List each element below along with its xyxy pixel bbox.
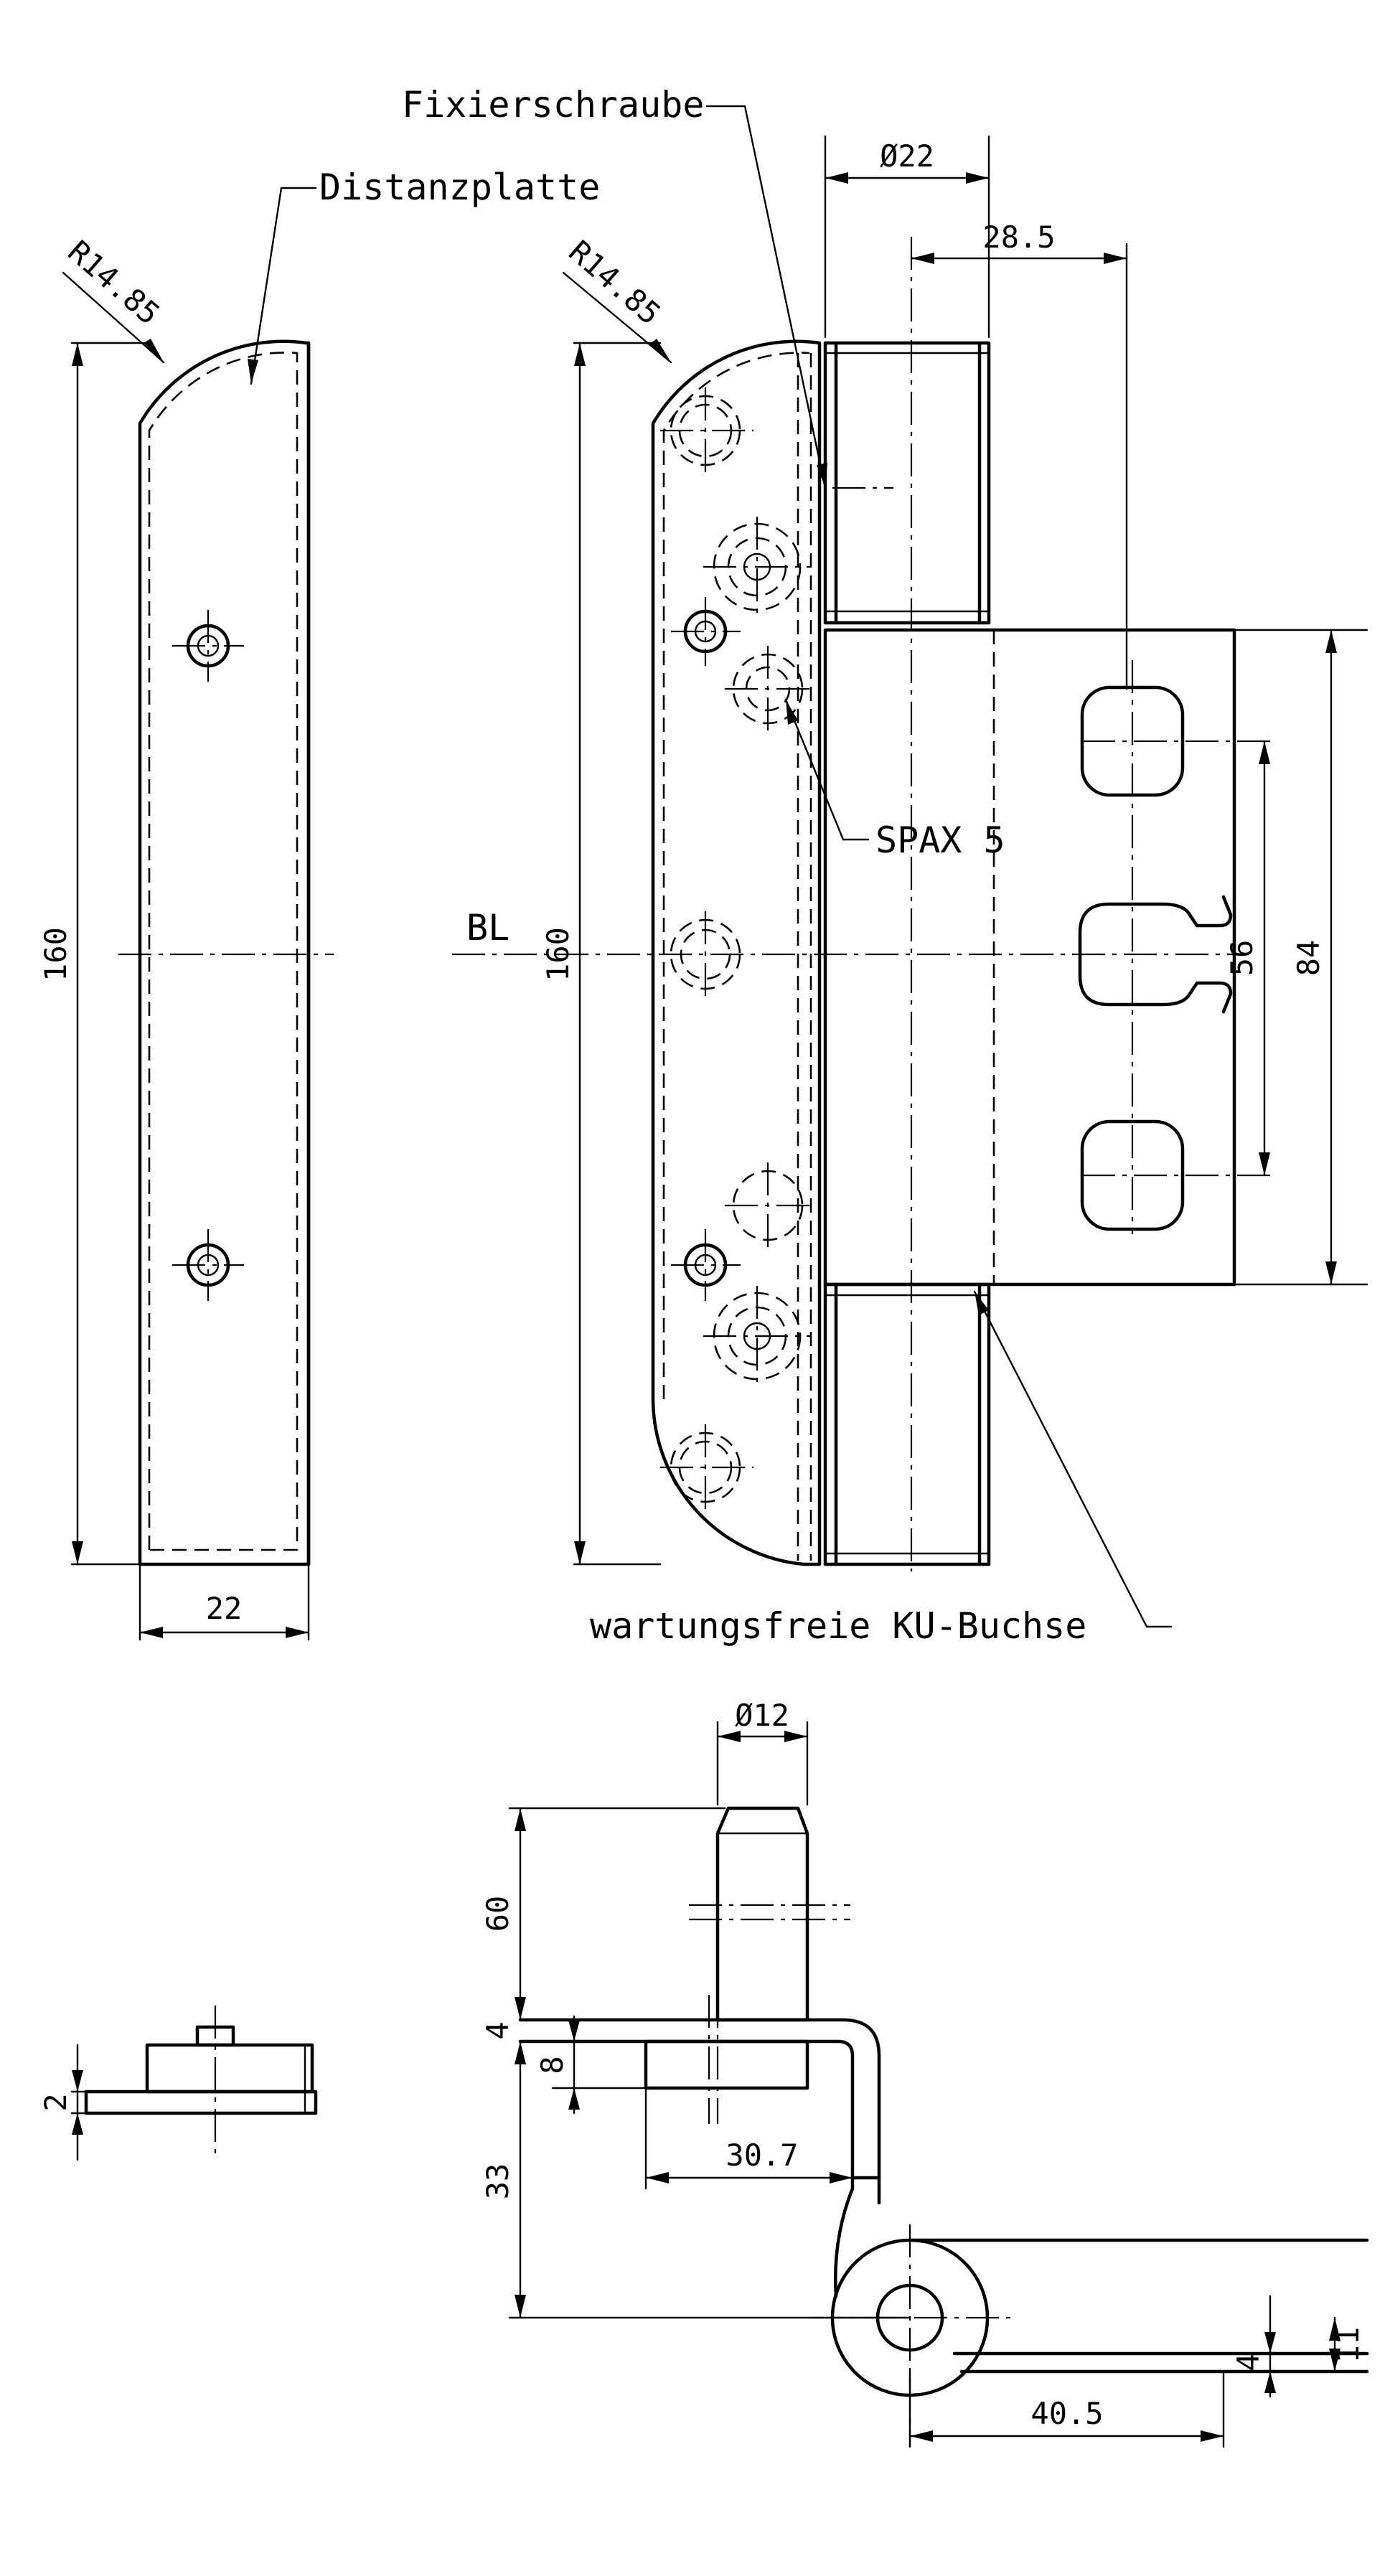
distanzplatte-label: Distanzplatte	[319, 166, 600, 208]
width-dimension: 22	[206, 1591, 243, 1626]
screw-top	[172, 610, 244, 682]
radius-leader-left	[62, 271, 165, 364]
buchse-leader	[973, 1290, 1173, 1628]
distance-plate-outline	[138, 339, 311, 1566]
hinge-front-view: BL 160 R14.85 Ø22 28.5 56 84	[402, 84, 1368, 1647]
distance-plate-view: 160 22 R14.85 Distanzplatte	[38, 166, 600, 1641]
offset-30-7: 30.7	[725, 2138, 798, 2173]
thickness-4b: 4	[1231, 2353, 1266, 2371]
hinge-plate-outline	[651, 339, 822, 1566]
fixierschraube-leader	[705, 105, 827, 489]
axis-offset: 28.5	[982, 220, 1055, 255]
hinge-leaf	[823, 237, 1368, 1571]
radius-dimension-right: R14.85	[562, 234, 667, 332]
height-dimension-right: 160	[540, 927, 576, 982]
bracket-outline	[518, 2018, 881, 2180]
spax-leader	[784, 698, 870, 841]
slot-middle	[1078, 895, 1233, 1014]
barrel-bottom	[823, 1282, 991, 1566]
slot-pitch: 56	[1224, 940, 1259, 977]
screw-holes	[660, 387, 812, 1510]
thickness-4: 4	[480, 2021, 515, 2039]
side-view-small: 2	[38, 2006, 318, 2161]
section-view: Ø12 60 4 8 33 30.7 11	[480, 1698, 1369, 2448]
height-33: 33	[480, 2163, 515, 2200]
offset-8: 8	[535, 2056, 570, 2074]
distance-plate-hidden-edge	[148, 352, 299, 1551]
barrel-diameter: Ø22	[880, 138, 934, 174]
barrel-top	[823, 341, 991, 625]
fixierschraube-label: Fixierschraube	[402, 84, 704, 126]
offset-11: 11	[1330, 2327, 1366, 2364]
offset-40-5: 40.5	[1030, 2396, 1103, 2431]
pin-length: 60	[480, 1896, 515, 1932]
distanzplatte-leader	[250, 187, 317, 385]
bl-label: BL	[466, 907, 509, 949]
pin-outline	[715, 1806, 809, 2022]
screw-bottom	[172, 1229, 244, 1301]
buchse-label: wartungsfreie KU-Buchse	[590, 1605, 1086, 1647]
thickness-2: 2	[38, 2093, 73, 2111]
height-dimension-left: 160	[38, 927, 73, 982]
leaf-height: 84	[1291, 940, 1326, 977]
spax-label: SPAX 5	[875, 819, 1005, 861]
pin-diameter: Ø12	[735, 1698, 789, 1733]
